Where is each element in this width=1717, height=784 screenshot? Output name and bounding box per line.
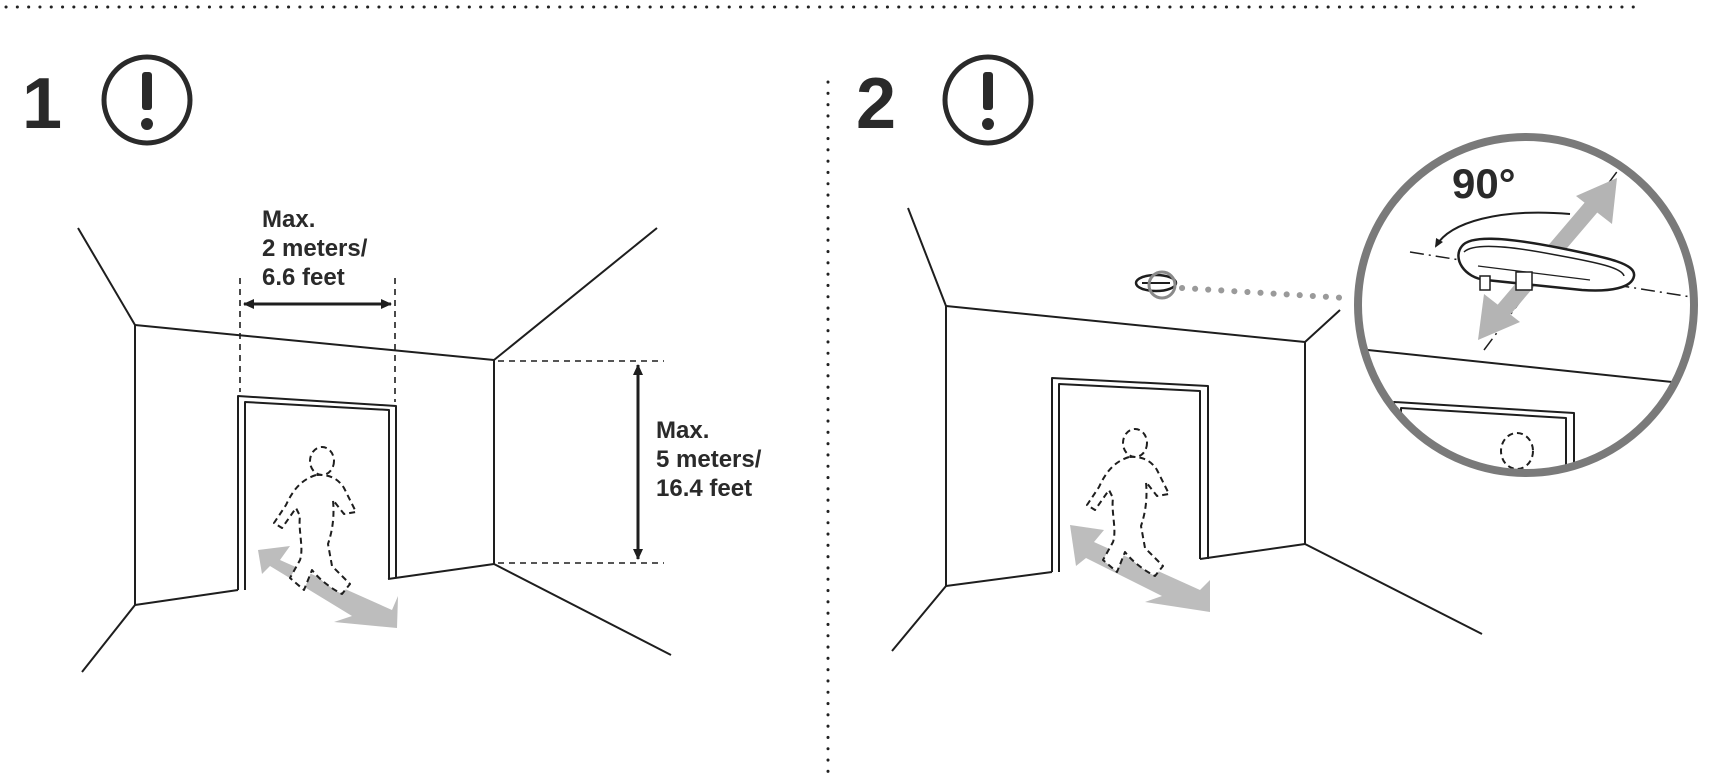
- height-label: Max. 5 meters/ 16.4 feet: [656, 417, 768, 502]
- magnifier-detail: 90°: [1354, 133, 1698, 477]
- ceiling-sensor-small: [1134, 270, 1178, 300]
- step-2-panel: 2: [856, 54, 1698, 652]
- ceiling-sensor-large: [1457, 237, 1636, 292]
- exclamation-circle-icon: [942, 54, 1034, 146]
- person-outline-detail: [1453, 432, 1541, 473]
- exclamation-circle-icon: [101, 54, 193, 146]
- walking-direction-arrow: [1070, 525, 1210, 612]
- walking-direction-arrow: [258, 546, 398, 628]
- width-label: Max. 2 meters/ 6.6 feet: [262, 206, 374, 291]
- magnifier-leader-dots: [1179, 285, 1349, 301]
- step-1-number: 1: [22, 64, 62, 144]
- corridor-room-2: [891, 207, 1483, 652]
- magnifier-ring: [1354, 133, 1698, 477]
- step-1-panel: 1 Max. 2 meters/: [22, 54, 768, 673]
- person-outline: [1086, 428, 1170, 577]
- person-outline: [273, 446, 357, 595]
- corridor-room-1: [77, 227, 672, 673]
- sensor-axis-horizontal: [1409, 251, 1694, 301]
- rotation-arc-arrow: [1434, 211, 1571, 248]
- rotation-angle-label: 90°: [1452, 160, 1516, 207]
- step-2-number: 2: [856, 64, 896, 144]
